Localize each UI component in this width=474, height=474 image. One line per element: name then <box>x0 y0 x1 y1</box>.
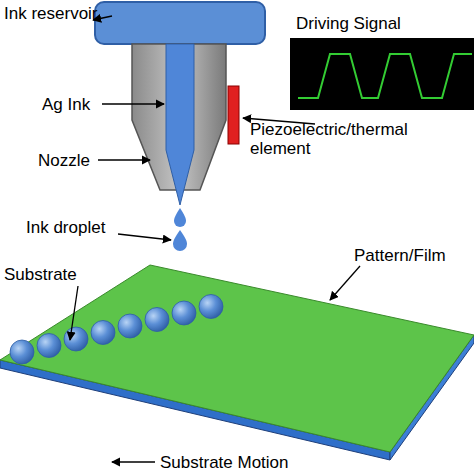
printed-dot <box>10 340 34 364</box>
printed-dot <box>199 295 223 319</box>
ink-droplet <box>174 208 186 227</box>
ink-reservoir <box>95 2 265 44</box>
ink-droplet <box>173 230 187 251</box>
part-label: Piezoelectric/thermal element <box>250 120 455 158</box>
printed-dot <box>64 327 88 351</box>
part-label: Ink droplet <box>26 218 105 237</box>
part-label: Driving Signal <box>296 14 401 33</box>
part-label: Ag Ink <box>42 95 90 114</box>
piezo-element <box>228 86 239 144</box>
motion-label: Substrate Motion <box>160 453 289 472</box>
part-label: Ink reservoir <box>4 4 98 23</box>
leader-lines <box>70 16 360 462</box>
part-label: Pattern/Film <box>354 246 446 265</box>
printed-dots <box>10 295 223 365</box>
printed-dot <box>37 334 61 358</box>
printed-dot <box>118 314 142 338</box>
signal-waveform <box>298 54 472 98</box>
part-label: Nozzle <box>38 151 90 170</box>
ink-channel <box>166 44 194 205</box>
printed-dot <box>145 308 169 332</box>
printed-dot <box>172 301 196 325</box>
signal-display <box>290 38 474 110</box>
part-label: Substrate <box>4 265 77 284</box>
printed-dot <box>91 321 115 345</box>
substrate <box>0 265 474 460</box>
